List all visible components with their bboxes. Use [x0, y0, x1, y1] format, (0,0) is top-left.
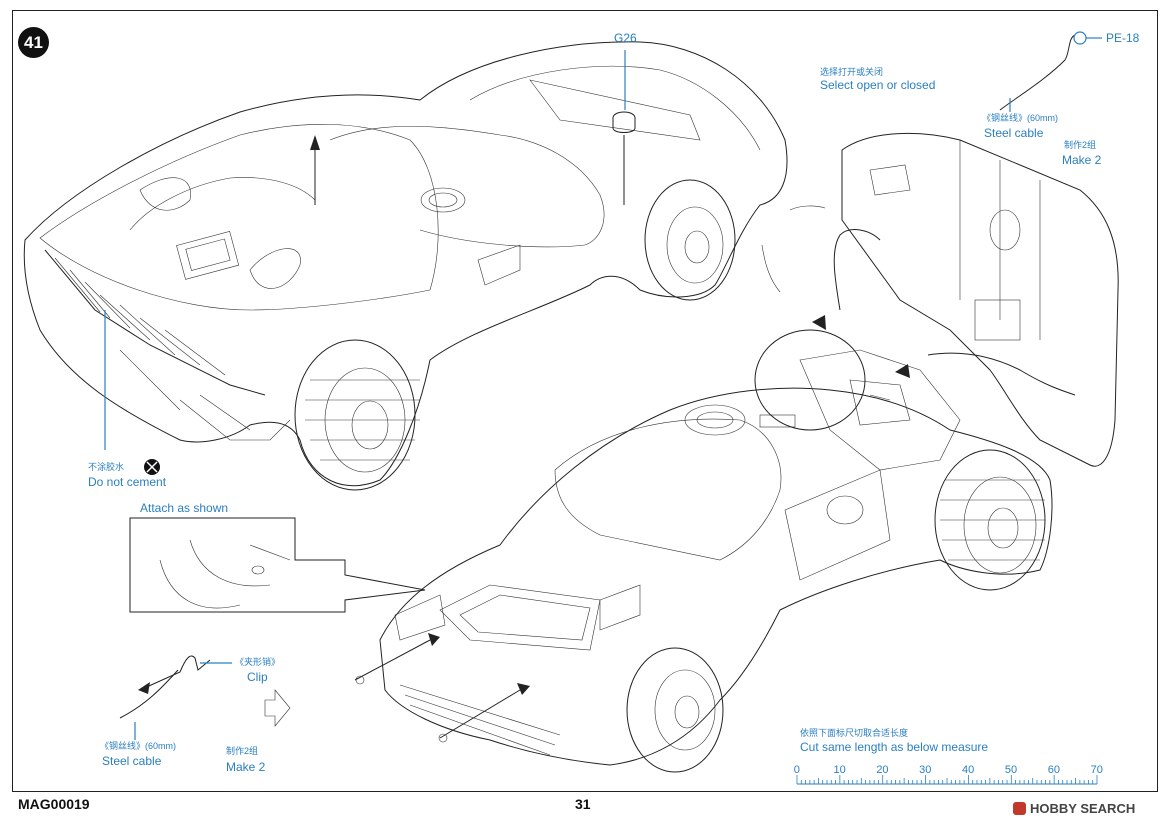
watermark-text: HOBBY SEARCH: [1030, 801, 1136, 816]
select-open-closed-cn: 选择打开或关闭: [820, 67, 884, 77]
make-2-top-label: Make 2: [1062, 153, 1102, 167]
clip-and-cable-detail: [119, 655, 291, 740]
select-open-closed-label: Select open or closed: [820, 78, 936, 92]
watermark: HOBBY SEARCH: [1013, 801, 1135, 816]
instruction-page: [12, 10, 1158, 792]
ruler-tick-label: 50: [1004, 764, 1018, 776]
make-2-top-cn: 制作2组: [1064, 140, 1097, 150]
make-2-bottom-label: Make 2: [226, 760, 266, 774]
car-front-view-illustration: [354, 31, 1119, 773]
clip-cn: 《夹形销》: [235, 657, 281, 667]
rotate-arrows: [761, 205, 826, 293]
ruler-tick-label: 40: [962, 764, 975, 776]
make-2-bottom-cn: 制作2组: [226, 746, 259, 756]
model-code: MAG00019: [18, 796, 90, 812]
part-pe18-label: PE-18: [1106, 31, 1140, 45]
steel-cable-top-label: Steel cable: [984, 126, 1044, 140]
ruler-tick-label: 60: [1047, 764, 1060, 776]
clip-label: Clip: [247, 670, 268, 684]
ruler-tick-label: 70: [1090, 764, 1103, 776]
ruler-tick-label: 20: [876, 764, 889, 776]
measure-cn: 依照下面标尺切取合适长度: [800, 728, 909, 738]
no-cement-icon: [104, 310, 160, 475]
steel-cable-bottom-label: Steel cable: [102, 754, 162, 768]
measure-label: Cut same length as below measure: [800, 740, 989, 754]
watermark-logo-icon: [1013, 802, 1026, 815]
attach-as-shown-label: Attach as shown: [140, 501, 229, 515]
part-g26-label: G26: [614, 31, 637, 45]
attach-detail-box: [129, 517, 426, 613]
steel-cable-top-cn: 《钢丝线》(60mm): [982, 113, 1058, 123]
ruler-tick-label: 10: [833, 764, 846, 776]
step-number-badge: 41: [18, 27, 49, 58]
no-cement-cn: 不涂胶水: [88, 462, 125, 472]
page-number: 31: [575, 796, 591, 812]
ruler-tick-label: 0: [793, 764, 800, 776]
steel-cable-bottom-cn: 《钢丝线》(60mm): [100, 741, 176, 751]
car-rear-view-illustration: [23, 41, 788, 491]
no-cement-label: Do not cement: [88, 475, 167, 489]
measure-ruler: [796, 775, 1098, 785]
ruler-tick-label: 30: [919, 764, 932, 776]
